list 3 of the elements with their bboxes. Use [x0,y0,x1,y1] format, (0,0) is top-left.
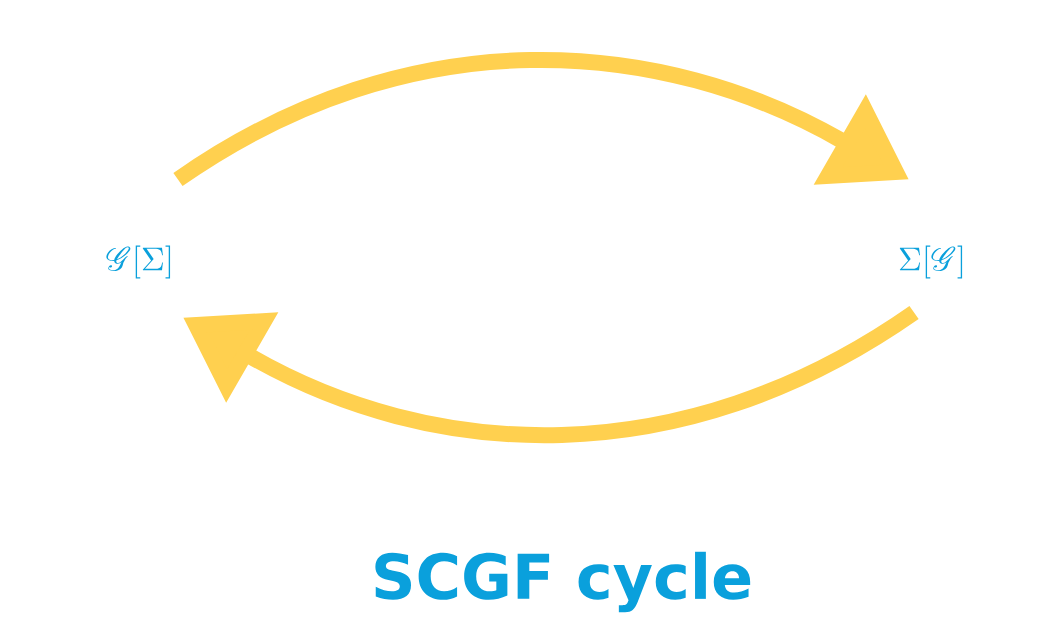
caption-text: SCGF cycle [375,551,751,613]
formula-label: $\Sigma[\mathscr{G}]$ [899,245,963,279]
formula-label: $\mathscr{G}[\Sigma]$ [106,245,171,279]
